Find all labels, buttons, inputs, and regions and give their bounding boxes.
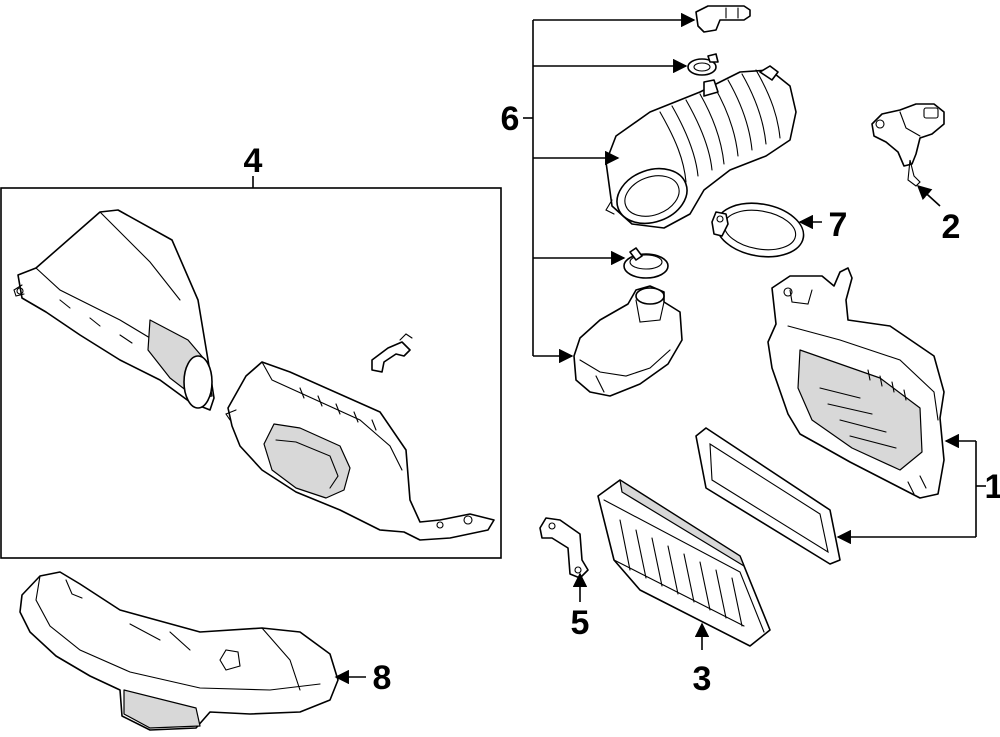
- upper-housing-cover: [13, 209, 215, 411]
- air-filter-element-3: [597, 479, 771, 647]
- callout-3: 3: [693, 660, 712, 698]
- hose-clamp-resonator: [623, 247, 669, 279]
- callout-7: 7: [829, 206, 848, 244]
- assembly-4-frame: [0, 187, 502, 559]
- clip-small: [371, 333, 413, 373]
- air-cleaner-case-1: [767, 267, 945, 499]
- resonator: [573, 285, 683, 397]
- callout-2-leader: [916, 185, 941, 207]
- callout-1-leaders: [836, 433, 986, 545]
- callout-6-leaders: [523, 12, 696, 364]
- hose-clamp-large-7: [711, 202, 805, 258]
- callout-2: 2: [942, 208, 961, 246]
- bracket-5: [539, 517, 589, 579]
- callout-4: 4: [244, 142, 263, 180]
- lower-case-assembly: [225, 361, 495, 541]
- hose-clamp-small: [687, 53, 719, 76]
- intake-duct-8: [19, 571, 339, 731]
- air-flow-meter-2: [871, 103, 945, 187]
- gasket-1: [695, 427, 841, 565]
- callout-5: 5: [571, 604, 590, 642]
- callout-8: 8: [373, 659, 392, 697]
- pcv-hose-elbow: [695, 5, 751, 33]
- callout-6: 6: [501, 100, 520, 138]
- callout-1: 1: [985, 468, 1000, 506]
- air-cleaner-hose: [605, 65, 797, 229]
